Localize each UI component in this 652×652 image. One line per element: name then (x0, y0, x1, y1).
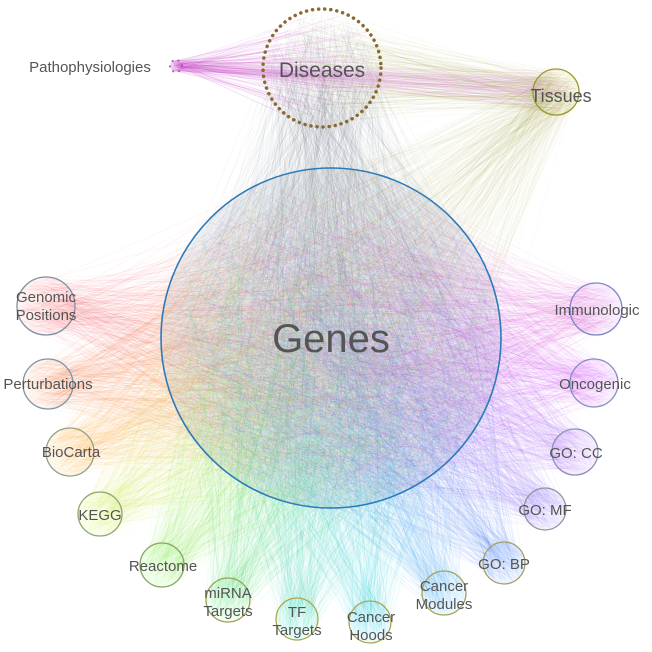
node-fill-pathophysiologies (170, 60, 182, 72)
node-fill-reactome (140, 543, 184, 587)
node-mirna-targets[interactable] (205, 577, 251, 623)
edge-bundle-go-mf-to-genes (172, 178, 566, 530)
edge-bundle-mirna-targets-to-genes (165, 173, 500, 621)
label-oncogenic: Oncogenic (559, 376, 631, 393)
edge-bundle-cancer-modules-to-genes (163, 171, 498, 615)
node-fill-biocarta (46, 428, 94, 476)
label-perturbations: Perturbations (3, 376, 92, 393)
node-perturbations[interactable] (22, 358, 74, 410)
edge-bundle-tf-targets-to-genes (170, 174, 500, 640)
label-tissues: Tissues (530, 86, 591, 106)
label-immunologic: Immunologic (554, 302, 640, 319)
node-genes[interactable] (160, 167, 502, 509)
node-fill-go-bp (483, 542, 525, 584)
node-go-mf[interactable] (523, 487, 567, 531)
node-fill-layer (17, 60, 622, 643)
node-oncogenic[interactable] (569, 358, 619, 408)
edge-bundle-perturbations-to-genes (23, 174, 495, 508)
node-cancer-hoods[interactable] (348, 600, 392, 644)
label-go-mf: GO: MF (518, 502, 571, 519)
edge-bundle-diseases-to-genes (165, 9, 499, 504)
edge-bundle-pathophysiologies-to-tissues (170, 59, 579, 112)
node-fill-tissues (533, 69, 579, 115)
node-pathophysiologies[interactable] (169, 59, 183, 73)
node-fill-mirna-targets (206, 578, 250, 622)
edge-bundle-diseases-to-tissues (265, 14, 580, 125)
label-go-cc: GO: CC (549, 445, 603, 462)
edge-bundle-go-bp-to-genes (170, 183, 525, 583)
node-immunologic[interactable] (569, 282, 623, 336)
label-genes: Genes (272, 317, 390, 361)
edge-bundle-pathophysiologies-to-diseases (170, 15, 372, 126)
label-diseases: Diseases (279, 59, 365, 82)
node-fill-kegg (78, 492, 122, 536)
node-go-bp[interactable] (482, 541, 526, 585)
label-pathophysiologies: Pathophysiologies (29, 59, 151, 76)
node-fill-genomic-positions (17, 277, 75, 335)
edge-bundle-reactome-to-genes (140, 175, 499, 586)
edge-bundle-immunologic-to-genes (164, 174, 622, 500)
node-cancer-modules[interactable] (421, 570, 467, 616)
node-kegg[interactable] (77, 491, 123, 537)
edge-bundle-genes-to-genes (162, 168, 499, 507)
edge-bundle-oncogenic-to-genes (165, 171, 618, 504)
edge-bundle-cancer-hoods-to-genes (168, 177, 493, 643)
node-reactome[interactable] (139, 542, 185, 588)
node-fill-oncogenic (570, 359, 618, 407)
edge-bundle-kegg-to-genes (78, 170, 497, 535)
node-tissues[interactable] (532, 68, 580, 116)
edge-bundle-go-cc-to-genes (165, 174, 598, 504)
edge-layer (17, 9, 622, 643)
node-diseases[interactable] (261, 7, 383, 129)
node-fill-immunologic (570, 283, 622, 335)
node-fill-perturbations (23, 359, 73, 409)
label-kegg: KEGG (78, 507, 121, 524)
label-reactome: Reactome (129, 558, 197, 575)
node-genomic-positions[interactable] (16, 276, 76, 336)
edge-bundle-genomic-positions-to-genes (17, 171, 498, 503)
node-fill-go-mf (524, 488, 566, 530)
node-biocarta[interactable] (45, 427, 95, 477)
node-layer (16, 7, 623, 644)
node-fill-cancer-modules (422, 571, 466, 615)
edge-bundle-tissues-to-genes (164, 69, 579, 508)
label-layer: Genes Diseases PathophysiologiesTissuesGen… (3, 59, 640, 644)
node-fill-genes (161, 168, 501, 508)
label-go-bp: GO: BP (478, 556, 530, 573)
node-fill-go-cc (552, 429, 598, 475)
node-fill-tf-targets (276, 598, 318, 640)
node-go-cc[interactable] (551, 428, 599, 476)
node-tf-targets[interactable] (275, 597, 319, 641)
node-fill-cancer-hoods (349, 601, 391, 643)
label-biocarta: BioCarta (42, 444, 101, 461)
